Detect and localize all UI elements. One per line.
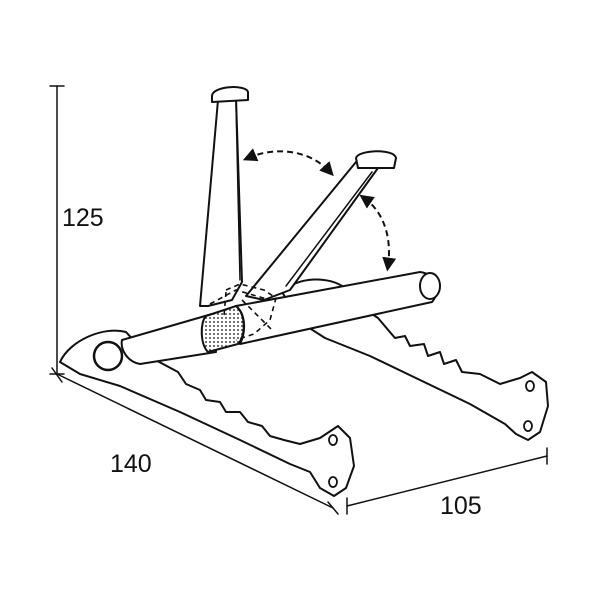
front-rail-hole (92, 340, 124, 372)
knurled-grip (200, 304, 245, 354)
front-rail (59, 329, 355, 497)
depth-dimension-line (346, 455, 548, 507)
upright-arm (199, 86, 249, 307)
height-dimension: 125 (49, 85, 104, 375)
width-label: 140 (110, 450, 152, 478)
back-rail (299, 305, 549, 441)
main-tube (120, 271, 441, 365)
rotation-arrow-upper (242, 148, 334, 177)
upright-arm-cap (211, 86, 249, 103)
width-extension-left (51, 367, 63, 383)
depth-label: 105 (440, 492, 482, 520)
width-dimension-line (56, 373, 334, 509)
hidden-lines (209, 283, 277, 341)
depth-dimension: 105 (346, 447, 548, 520)
height-label: 125 (62, 204, 104, 232)
width-dimension: 140 (51, 367, 339, 515)
rotation-arrow-lower (359, 194, 397, 272)
tube-end (419, 272, 441, 300)
angled-arm (245, 150, 397, 301)
width-extension-right (327, 501, 339, 515)
angled-arm-cap (355, 150, 397, 169)
